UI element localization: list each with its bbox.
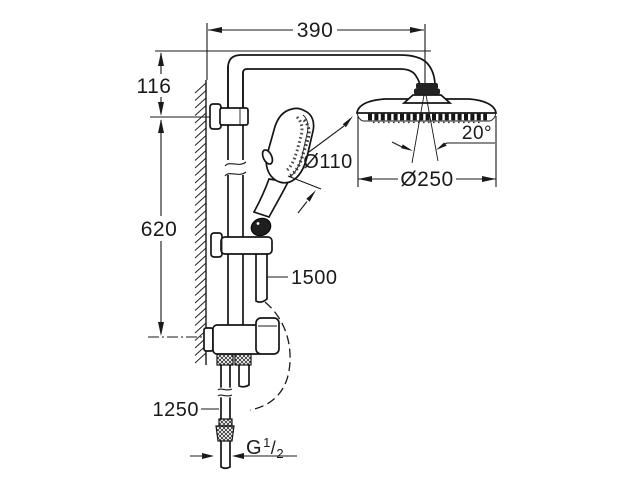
arrowhead-left bbox=[401, 144, 413, 151]
label-620: 620 bbox=[141, 218, 178, 241]
rail-break-symbol bbox=[224, 161, 247, 177]
wall bbox=[194, 23, 208, 365]
arrowhead-lower bbox=[306, 190, 316, 202]
arrowhead-up bbox=[158, 119, 164, 133]
thread-dimension-g12: G1/2 bbox=[190, 435, 297, 461]
angle-leader-left bbox=[391, 141, 404, 148]
label-20deg: 20° bbox=[462, 123, 492, 144]
label-1250: 1250 bbox=[153, 399, 200, 421]
arrowhead-down bbox=[158, 322, 164, 336]
head-disc bbox=[356, 98, 497, 114]
dimension-250: Ø250 bbox=[357, 116, 497, 191]
ext-line-110 bbox=[287, 175, 322, 190]
handle bbox=[252, 178, 290, 219]
hand-shower bbox=[250, 107, 315, 237]
label-110: Ø110 bbox=[303, 151, 352, 173]
head-shower bbox=[356, 83, 497, 164]
hose-connector-pipe bbox=[238, 364, 250, 388]
arrowhead-upper bbox=[342, 116, 353, 128]
label-1500: 1500 bbox=[291, 267, 338, 289]
arrowhead-right bbox=[482, 176, 496, 182]
pipe-end bbox=[220, 440, 231, 470]
slider-bracket bbox=[210, 232, 273, 258]
arm-inner-edge bbox=[242, 68, 421, 127]
angle-20: 20° bbox=[391, 123, 495, 151]
thread-prefix: G bbox=[246, 437, 262, 459]
dimension-620: 620 bbox=[141, 119, 213, 338]
hose-loop-dashed bbox=[249, 301, 291, 411]
knurled-nut-right bbox=[234, 353, 252, 366]
housing-elbow bbox=[255, 317, 280, 355]
dim-110-line-lower bbox=[297, 201, 308, 214]
arrowhead-left bbox=[232, 453, 244, 459]
arrowhead-right bbox=[410, 27, 424, 33]
upper-wall-bracket bbox=[209, 103, 249, 130]
rail-pipe bbox=[227, 65, 244, 328]
dimension-110: Ø110 bbox=[287, 116, 353, 214]
arrowhead-right bbox=[202, 453, 214, 459]
bracket-body bbox=[219, 107, 249, 126]
arrowhead-right bbox=[436, 142, 447, 150]
label-116: 116 bbox=[137, 75, 172, 98]
ext-lines-250 bbox=[357, 116, 497, 187]
handle-end-cap bbox=[250, 217, 272, 237]
knurled-nut-left bbox=[216, 353, 234, 366]
dim-110-line-upper bbox=[308, 125, 345, 153]
supply-pipes: 1250 bbox=[153, 353, 252, 470]
pipe-break-symbol bbox=[217, 388, 233, 397]
arrowhead-left bbox=[208, 27, 222, 33]
shower-hose: 1500 bbox=[249, 253, 338, 411]
housing-wall-plate bbox=[203, 327, 214, 352]
rail-break-mask bbox=[225, 160, 246, 175]
dimension-116: 116 bbox=[137, 50, 431, 118]
cone-nut-body bbox=[215, 425, 235, 442]
arrowhead-left bbox=[358, 176, 372, 182]
hand-shower-head bbox=[265, 107, 315, 184]
thread-numerator: 1 bbox=[263, 435, 271, 450]
supply-pipe-upper bbox=[220, 364, 231, 388]
wall-hatch bbox=[194, 82, 207, 364]
thread-denominator: 2 bbox=[276, 446, 284, 461]
shower-arm bbox=[227, 54, 436, 127]
label-390: 390 bbox=[297, 19, 334, 42]
hose-upper-solid bbox=[255, 253, 268, 303]
label-g12: G1/2 bbox=[246, 435, 284, 461]
dimension-390: 390 bbox=[208, 19, 426, 92]
cap-highlight bbox=[256, 222, 260, 225]
spray-mode-lever bbox=[261, 149, 274, 165]
arrowhead-up bbox=[158, 52, 164, 66]
dim-390-lines bbox=[208, 24, 426, 92]
slider-body bbox=[220, 236, 273, 255]
joint-ring-lower bbox=[414, 88, 440, 95]
thread-slash: / bbox=[271, 438, 277, 458]
cone-nut-ring bbox=[218, 418, 233, 427]
diverter-housing bbox=[203, 317, 280, 355]
joint-ring-upper bbox=[416, 83, 438, 89]
arm-outer-edge bbox=[227, 54, 436, 127]
face-nozzle-dots-inner bbox=[285, 115, 304, 173]
arrowhead-down bbox=[158, 102, 164, 116]
supply-pipe-lower bbox=[220, 397, 231, 420]
label-250: Ø250 bbox=[400, 168, 453, 191]
